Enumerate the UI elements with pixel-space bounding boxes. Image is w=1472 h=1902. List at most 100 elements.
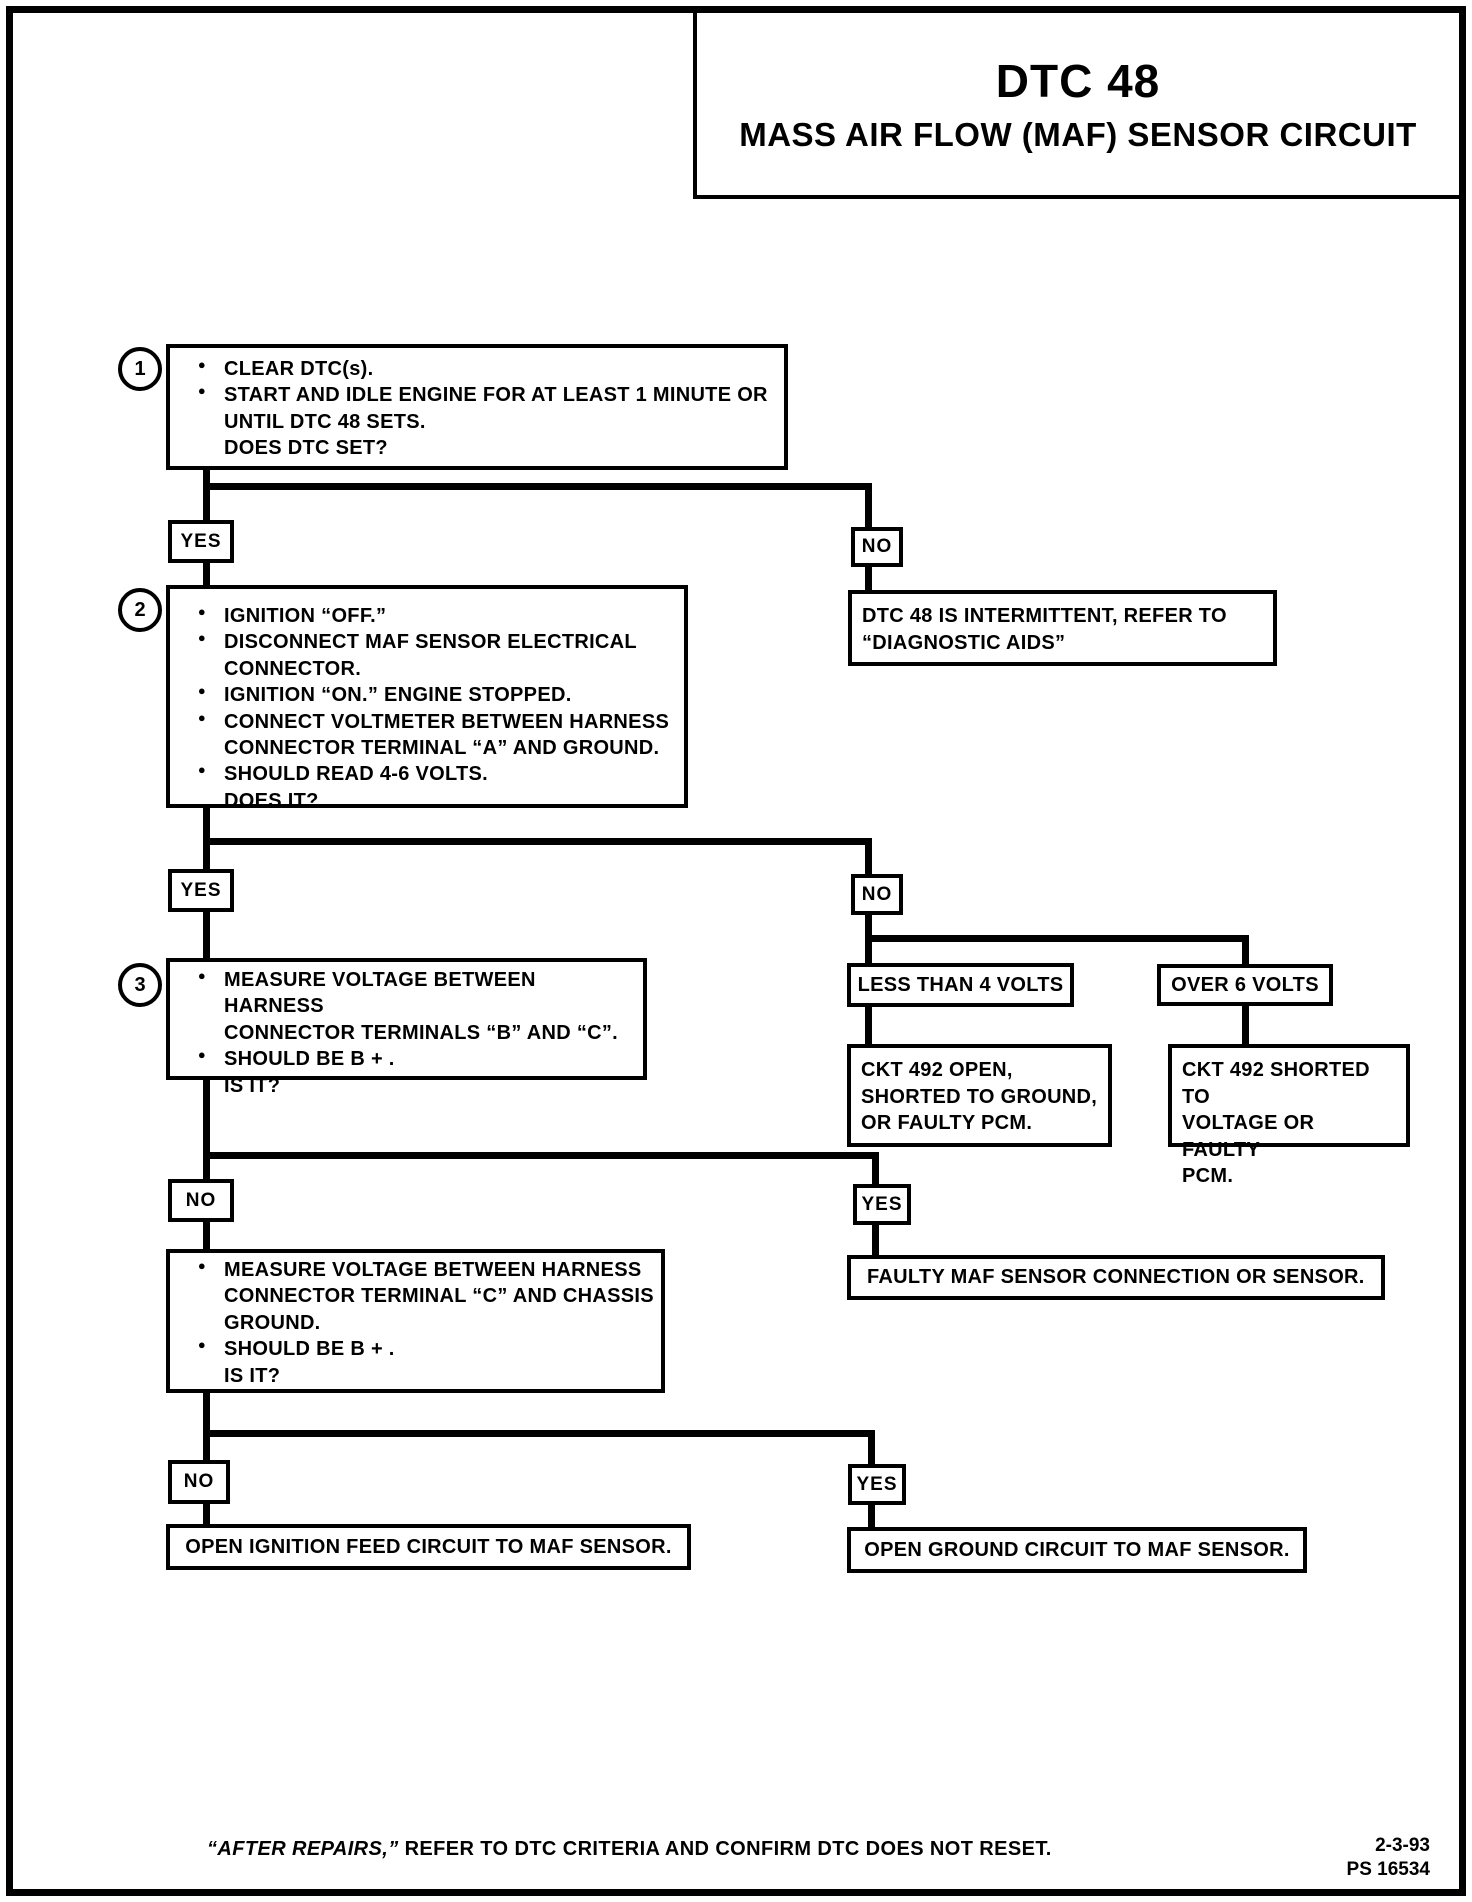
bullet-spacer	[180, 1283, 224, 1309]
text-line: ● SHOULD BE B + .	[180, 1046, 637, 1072]
connector-branch2-horizontal	[203, 838, 872, 845]
connector-no3-to-step4	[203, 1222, 210, 1249]
connector-step3-to-no3	[203, 1080, 210, 1179]
text-line: ●IGNITION “ON.” ENGINE STOPPED.	[180, 682, 678, 708]
connector-yes3-to-faulty-maf	[872, 1225, 879, 1255]
text-line: PCM.	[1182, 1163, 1396, 1190]
outcome-faulty-maf-sensor-box: FAULTY MAF SENSOR CONNECTION OR SENSOR.	[847, 1255, 1385, 1300]
bullet-dot-icon: ●	[197, 604, 207, 619]
step3-number-circle: 3	[118, 963, 162, 1007]
line-text: IGNITION “ON.” ENGINE STOPPED.	[224, 684, 572, 707]
bullet-spacer	[180, 409, 224, 435]
line-text: PCM.	[1182, 1165, 1234, 1188]
bullet-spacer	[180, 1310, 224, 1336]
connector-yes2-to-step3	[203, 912, 210, 958]
line-text: UNTIL DTC 48 SETS.	[224, 410, 426, 433]
line-text: SHORTED TO GROUND,	[861, 1085, 1098, 1108]
branch3-yes-label: YES	[853, 1184, 911, 1225]
bullet-dot-icon: ●	[197, 357, 207, 372]
page-border-frame	[6, 6, 1466, 1896]
connector-branch4-to-yes4	[868, 1430, 875, 1464]
text-line: DOES IT?	[180, 788, 678, 814]
bullet-dot-icon: ●	[197, 968, 207, 983]
connector-yes1-to-step2	[203, 561, 210, 587]
line-text: CONNECTOR TERMINAL “A” AND GROUND.	[224, 736, 660, 759]
connector-branch3-to-yes3	[872, 1152, 879, 1184]
after-repairs-note-italic: “AFTER REPAIRS,”	[207, 1838, 399, 1860]
text-line: ● MEASURE VOLTAGE BETWEEN HARNESS	[180, 1257, 655, 1283]
page-title: DTC 48	[995, 55, 1161, 107]
text-line: VOLTAGE OR FAULTY	[1182, 1110, 1396, 1163]
bullet-dot-icon: ●	[197, 762, 207, 778]
line-text: IS IT?	[224, 1364, 281, 1387]
text-line: CONNECTOR TERMINALS “B” AND “C”.	[180, 1020, 637, 1046]
line-text: MEASURE VOLTAGE BETWEEN HARNESS	[224, 1259, 642, 1281]
text-line: SHORTED TO GROUND,	[861, 1084, 1098, 1111]
line-text: DTC 48 IS INTERMITTENT, REFER TO	[862, 605, 1227, 627]
connector-yes4-to-open-ground	[868, 1505, 875, 1527]
line-text: DISCONNECT MAF SENSOR ELECTRICAL	[224, 631, 637, 654]
text-line: “DIAGNOSTIC AIDS”	[862, 630, 1263, 657]
line-text: “DIAGNOSTIC AIDS”	[862, 631, 1066, 654]
text-line: GROUND.	[180, 1310, 655, 1336]
condition-less-than-4-volts-box: LESS THAN 4 VOLTS	[847, 963, 1074, 1007]
document-id-block: 2-3-93 PS 16534	[1280, 1834, 1430, 1882]
connector-split-to-over6	[1242, 935, 1249, 964]
line-text: CKT 492 OPEN,	[861, 1059, 1013, 1081]
bullet-spacer	[180, 435, 224, 461]
text-line: OR FAULTY PCM.	[861, 1110, 1098, 1137]
line-text: START AND IDLE ENGINE FOR AT LEAST 1 MIN…	[224, 384, 768, 407]
branch1-no-label: NO	[851, 527, 903, 567]
text-line: CONNECTOR TERMINAL “C” AND CHASSIS	[180, 1283, 655, 1309]
step1-number-circle: 1	[118, 347, 162, 391]
connector-branch2-to-no2	[865, 838, 872, 874]
page-subtitle: MASS AIR FLOW (MAF) SENSOR CIRCUIT	[739, 116, 1417, 153]
after-repairs-note: “AFTER REPAIRS,” REFER TO DTC CRITERIA A…	[207, 1838, 1052, 1861]
branch2-no-label: NO	[851, 874, 903, 915]
text-line: CONNECTOR.	[180, 656, 678, 682]
document-number: PS 16534	[1346, 1858, 1430, 1880]
title-box: DTC 48 MASS AIR FLOW (MAF) SENSOR CIRCUI…	[693, 13, 1459, 199]
branch4-yes-label: YES	[848, 1464, 906, 1505]
text-line: CKT 492 SHORTED TO	[1182, 1057, 1396, 1110]
text-line: DOES DTC SET?	[180, 435, 778, 461]
step2-number-circle: 2	[118, 588, 162, 632]
outcome-open-ignition-feed-box: OPEN IGNITION FEED CIRCUIT TO MAF SENSOR…	[166, 1524, 691, 1570]
connector-branch1-horizontal	[203, 483, 872, 490]
text-line: ●DISCONNECT MAF SENSOR ELECTRICAL	[180, 629, 678, 655]
step2-action-box: ●IGNITION “OFF.”●DISCONNECT MAF SENSOR E…	[166, 585, 688, 812]
bullet-spacer	[180, 1020, 224, 1046]
text-line: ●CLEAR DTC(s).	[180, 356, 778, 382]
connector-volts-split-horizontal	[865, 935, 1249, 942]
text-line: ●SHOULD READ 4-6 VOLTS.	[180, 761, 678, 787]
connector-no1-to-intermittent	[865, 565, 872, 592]
text-line: IS IT?	[180, 1073, 637, 1099]
line-text: SHOULD BE B + .	[224, 1338, 395, 1361]
bullet-dot-icon: ●	[197, 1258, 207, 1273]
connector-no4-to-open-ignition	[203, 1504, 210, 1524]
line-text: DOES IT?	[224, 789, 319, 812]
text-line: ●MEASURE VOLTAGE BETWEEN HARNESS	[180, 967, 637, 1020]
outcome-intermittent-box: DTC 48 IS INTERMITTENT, REFER TO “DIAGNOS…	[848, 590, 1277, 666]
bullet-dot-icon: ●	[197, 709, 207, 725]
bullet-dot-icon: ●	[197, 1047, 207, 1063]
line-text: IGNITION “OFF.”	[224, 605, 387, 627]
condition-over-6-volts-box: OVER 6 VOLTS	[1157, 964, 1333, 1006]
revision-date: 2-3-93	[1375, 1835, 1430, 1856]
line-text: SHOULD BE B + .	[224, 1048, 395, 1071]
bullet-dot-icon: ●	[197, 1337, 207, 1353]
line-text: CONNECTOR.	[224, 657, 362, 680]
step1-action-box: ●CLEAR DTC(s).●START AND IDLE ENGINE FOR…	[166, 344, 788, 470]
text-line: UNTIL DTC 48 SETS.	[180, 409, 778, 435]
connector-step1-to-yes1	[203, 470, 210, 520]
bullet-spacer	[180, 656, 224, 682]
branch2-yes-label: YES	[168, 869, 234, 912]
line-text: DOES DTC SET?	[224, 437, 388, 460]
text-line: ●START AND IDLE ENGINE FOR AT LEAST 1 MI…	[180, 382, 778, 408]
after-repairs-note-rest: REFER TO DTC CRITERIA AND CONFIRM DTC DO…	[398, 1838, 1052, 1860]
text-line: CKT 492 OPEN,	[861, 1057, 1098, 1084]
line-text: CKT 492 SHORTED TO	[1182, 1059, 1370, 1108]
